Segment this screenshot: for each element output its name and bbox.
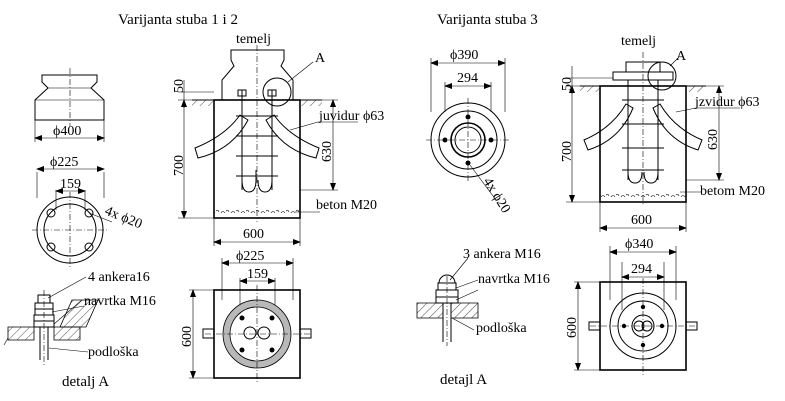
dim-630-3: 630 xyxy=(706,129,721,150)
foundation-label-3: temelj xyxy=(621,34,656,49)
concrete-label-12: beton M20 xyxy=(316,198,377,213)
detail-anchors-12: 4 ankera16 xyxy=(88,270,150,285)
detail-title-12: detalj A xyxy=(62,374,109,390)
dim-159-top: 159 xyxy=(60,177,81,192)
dim-294-plan: 294 xyxy=(631,262,652,277)
dim-600-side-12: 600 xyxy=(180,326,195,347)
flange-plan-3 xyxy=(426,58,510,201)
dim-159-plan: 159 xyxy=(247,267,268,282)
pipe-label-3: jzvidur ϕ63 xyxy=(694,95,760,110)
dim-700-3: 700 xyxy=(560,141,575,162)
holes-label-3: 4x ϕ20 xyxy=(480,175,513,216)
title-variant-3: Varijanta stuba 3 xyxy=(437,12,538,28)
dim-d225-plan: ϕ225 xyxy=(236,249,264,264)
plan-view-3 xyxy=(574,246,698,376)
dim-50-12: 50 xyxy=(172,79,187,93)
pipe-label-12: juvidur ϕ63 xyxy=(318,109,384,124)
dim-d400: ϕ400 xyxy=(53,124,81,139)
title-variant-12: Varijanta stuba 1 i 2 xyxy=(118,12,238,28)
detail-washer-12: podloška xyxy=(88,345,139,360)
dim-600-side-3: 600 xyxy=(565,317,580,338)
plan-view-12 xyxy=(189,258,312,384)
detail-anchors-3: 3 ankera M16 xyxy=(463,247,541,262)
dim-600-bottom-3: 600 xyxy=(631,213,652,228)
dim-294-top: 294 xyxy=(457,71,478,86)
dim-630-12: 630 xyxy=(320,141,335,162)
dim-d340: ϕ340 xyxy=(625,237,653,252)
dim-700-12: 700 xyxy=(172,155,187,176)
holes-label-12: 4x ϕ20 xyxy=(103,204,145,232)
dim-600-bottom-12: 600 xyxy=(243,227,264,242)
concrete-label-3: betom M20 xyxy=(700,184,765,199)
detail-nut-12: navrtka M16 xyxy=(84,294,156,309)
flange-plan-12 xyxy=(32,166,113,268)
dim-d225-top: ϕ225 xyxy=(50,155,78,170)
foundation-label-12: temelj xyxy=(236,32,271,47)
detail-a-3 xyxy=(416,257,479,346)
detail-washer-3: podloška xyxy=(476,321,527,336)
detail-a-12 xyxy=(3,276,99,366)
flange-elevation-12 xyxy=(34,68,105,142)
dim-d390: ϕ390 xyxy=(450,48,478,63)
foundation-section-3 xyxy=(566,52,740,232)
callout-a-12: A xyxy=(315,51,326,66)
callout-a-3: A xyxy=(676,49,687,64)
detail-title-3: detajl A xyxy=(440,372,487,388)
detail-nut-3: navrtka M16 xyxy=(478,272,550,287)
dim-50-3: 50 xyxy=(560,77,575,91)
foundation-section-12 xyxy=(178,45,358,246)
